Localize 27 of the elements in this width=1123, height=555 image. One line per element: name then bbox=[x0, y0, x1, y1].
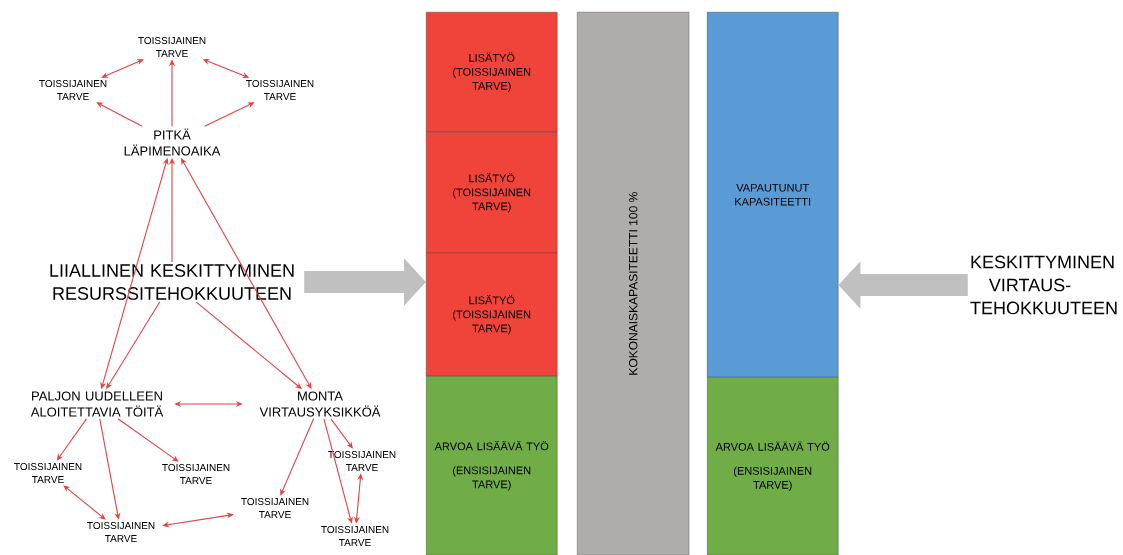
bar-segment: LISÄTYÖ (TOISSIJAINEN TARVE) bbox=[426, 12, 558, 133]
node-text: PITKÄ LÄPIMENOAIKA bbox=[124, 128, 221, 156]
bar-segment: KOKONAISKAPASITEETTI 100 % bbox=[577, 12, 690, 555]
node-text: TOISSIJAINEN TARVE bbox=[87, 522, 155, 542]
bar-segment: LISÄTYÖ (TOISSIJAINEN TARVE) bbox=[426, 132, 558, 254]
arrow bbox=[101, 59, 144, 78]
node-text: TOISSIJAINEN TARVE bbox=[14, 463, 82, 483]
bar-segment: ARVOA LISÄÄVÄ TYÖ (ENSISIJAINEN TARVE) bbox=[707, 377, 839, 555]
node-text: TOISSIJAINEN TARVE bbox=[162, 464, 230, 484]
arrow bbox=[117, 418, 179, 462]
bar-segment: VAPAUTUNUT KAPASITEETTI bbox=[707, 12, 839, 378]
node-text: TOISSIJAINEN TARVE bbox=[321, 526, 389, 546]
node-text: KESKITTYMINEN VIRTAUS- TEHOKKUUTEEN bbox=[970, 255, 1117, 315]
arrow bbox=[63, 485, 106, 520]
node-text: TOISSIJAINEN TARVE bbox=[241, 498, 309, 518]
node-text: PALJON UUDELLEEN ALOITETTAVIA TÖITÄ bbox=[30, 391, 164, 417]
node-text: TOISSIJAINEN TARVE bbox=[328, 451, 396, 471]
node-text: TOISSIJAINEN TARVE bbox=[39, 80, 107, 100]
node-text: LIIALLINEN KESKITTYMINEN RESURSSITEHOKKUUTEEN bbox=[50, 264, 294, 300]
arrow bbox=[56, 418, 88, 461]
node-text: TOISSIJAINEN TARVE bbox=[246, 80, 314, 100]
bar-segment: ARVOA LISÄÄVÄ TYÖ (ENSISIJAINEN TARVE) bbox=[426, 376, 558, 555]
arrow bbox=[280, 418, 315, 496]
node-text: TOISSIJAINEN TARVE bbox=[138, 37, 206, 57]
bar-segment: LISÄTYÖ (TOISSIJAINEN TARVE) bbox=[426, 253, 558, 377]
arrow bbox=[96, 102, 143, 127]
node-text: MONTA VIRTAUSYKSIKKÖÄ bbox=[259, 391, 381, 417]
